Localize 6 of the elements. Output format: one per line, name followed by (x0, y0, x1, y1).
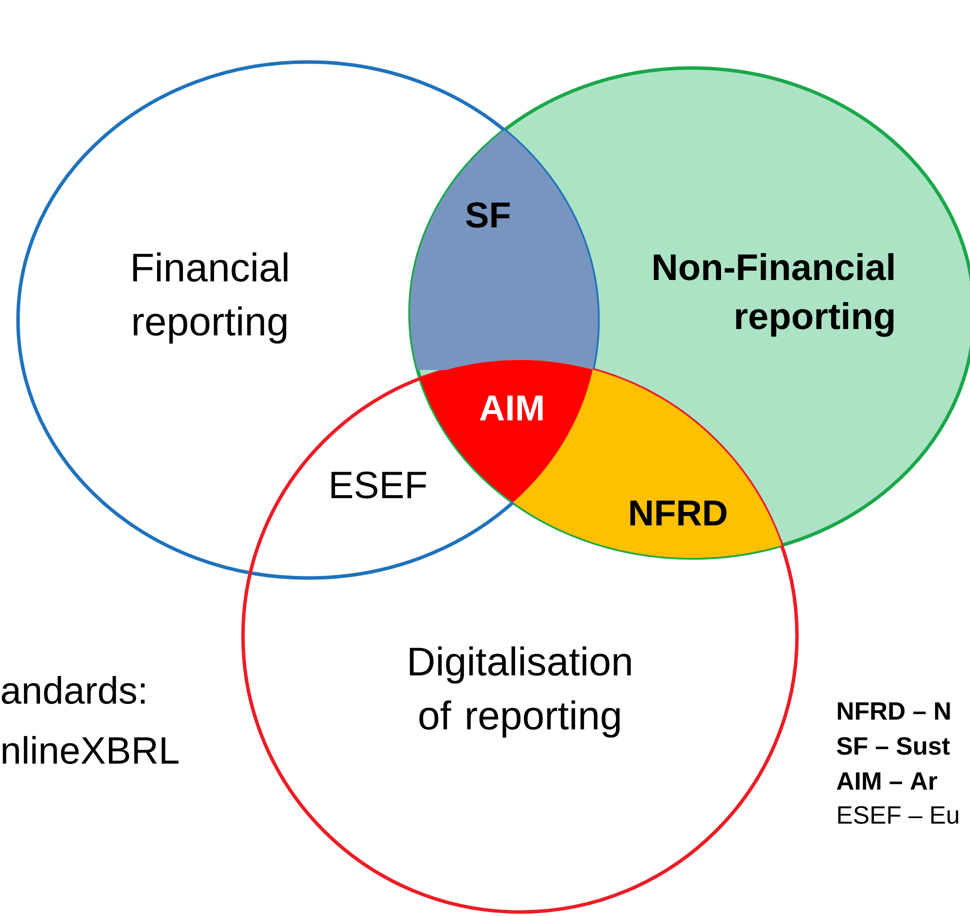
legend-text: NFRD – N (838, 702, 950, 720)
legend-text: SF – Sust (836, 737, 950, 755)
legend-text: ESEF – Eu (838, 806, 958, 824)
legend-text: AIM – Ar (836, 772, 938, 790)
side-text: nlineXBRL (2, 736, 178, 764)
side-text: andards: (2, 676, 145, 704)
